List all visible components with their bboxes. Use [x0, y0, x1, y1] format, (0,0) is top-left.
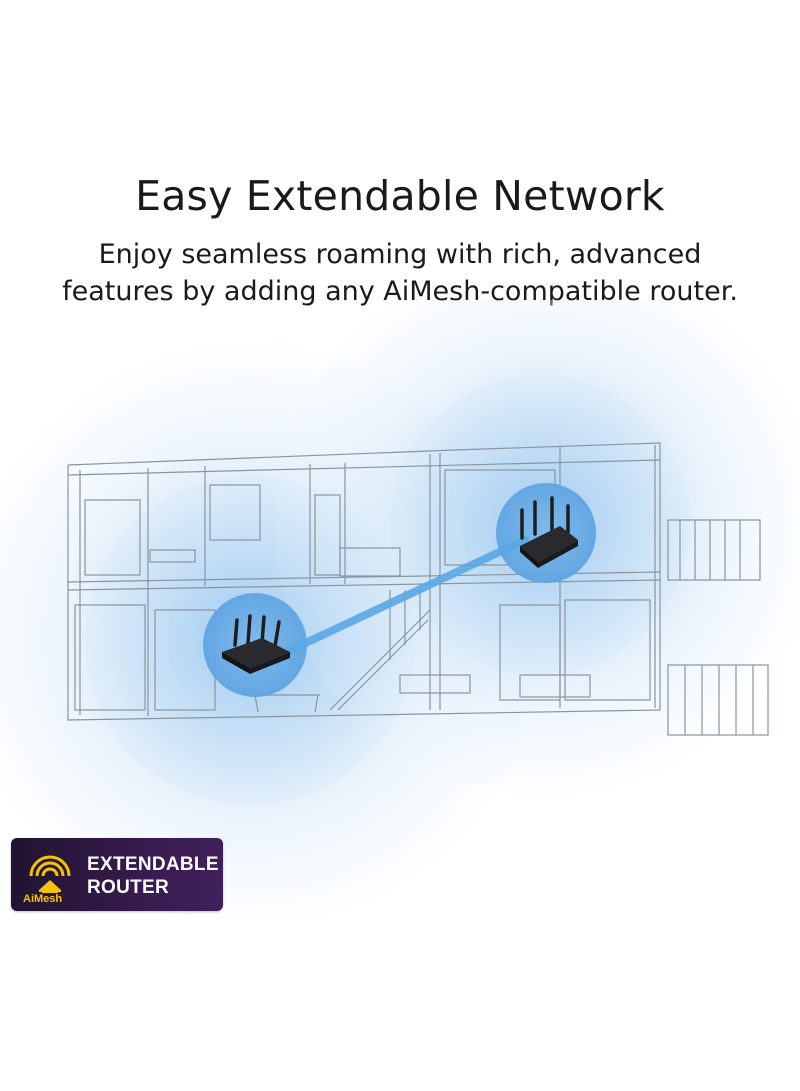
page-title: Easy Extendable Network — [135, 172, 665, 220]
house-network-illustration — [0, 300, 800, 920]
badge-line-2: ROUTER — [87, 877, 170, 898]
subtitle-line-1: Enjoy seamless roaming with rich, advanc… — [98, 239, 702, 270]
house-wireframe — [67, 442, 769, 736]
page-subtitle: Enjoy seamless roaming with rich, advanc… — [0, 236, 800, 310]
extendable-router-badge: AiMesh EXTENDABLE ROUTER — [11, 838, 223, 911]
signal-coverage — [0, 300, 800, 920]
badge-line-1: EXTENDABLE — [87, 854, 219, 875]
router-primary-icon — [222, 614, 290, 674]
router-node-icon — [520, 496, 578, 568]
mesh-link-line — [276, 536, 529, 659]
aimesh-logo-icon — [29, 855, 71, 893]
badge-title: EXTENDABLE ROUTER — [87, 853, 219, 899]
badge-brand-text: AiMesh — [23, 893, 63, 905]
